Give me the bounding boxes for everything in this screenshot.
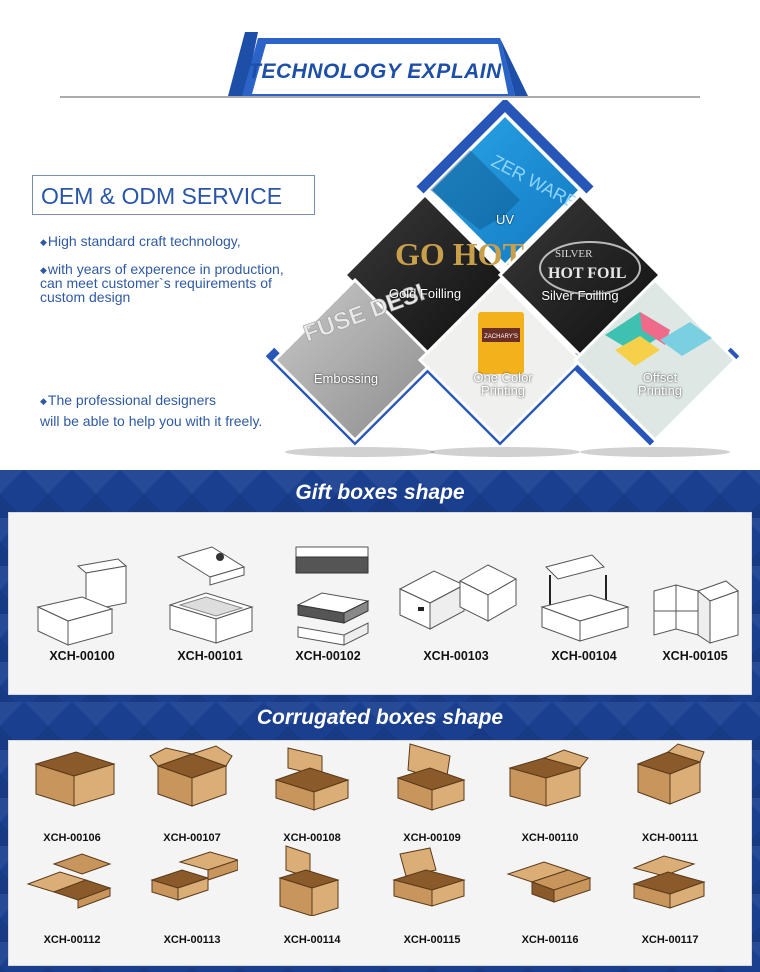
kraft-box-icon [278,845,340,916]
item-code: XCH-00108 [283,832,341,844]
item-code: XCH-00106 [43,832,101,844]
kraft-box-icon [396,743,466,811]
gift-boxes-section: Gift boxes shape XCH-00100 XCH-0 [0,470,760,702]
item-code: XCH-00100 [49,649,115,663]
corrugated-box-item[interactable]: XCH-00116 [500,844,600,946]
corrugated-box-item[interactable]: XCH-00108 [262,742,362,844]
kraft-box-icon [26,853,112,909]
technology-section: TECHNOLOGY EXPLAIN OEM & ODM SERVICE ◆Hi… [0,0,760,470]
item-code: XCH-00110 [521,832,579,844]
technique-label-embossing: Embossing [313,371,379,386]
kraft-box-icon [636,743,705,805]
item-code: XCH-00112 [43,934,101,946]
service-title-box: OEM & ODM SERVICE [32,175,315,215]
service-bullet-3: ◆The professional designers [40,392,217,408]
silver-sample-text-top: SILVER [555,248,593,260]
item-code: XCH-00103 [423,649,489,663]
technique-label-uv: UV [495,212,515,227]
corrugated-box-item[interactable]: XCH-00107 [142,742,242,844]
gift-box-item[interactable]: XCH-00102 [273,543,383,663]
corrugated-box-item[interactable]: XCH-00106 [22,742,122,844]
gift-box-item[interactable]: XCH-00103 [391,549,521,663]
corrugated-box-item[interactable]: XCH-00117 [620,844,720,946]
offset-tile [572,277,738,443]
corrugated-box-item[interactable]: XCH-00109 [382,742,482,844]
gift-box-item[interactable]: XCH-00105 [643,551,747,663]
item-code: XCH-00115 [403,934,461,946]
page-title: TECHNOLOGY EXPLAIN [248,60,502,83]
title-banner [60,32,700,98]
corrugated-box-item[interactable]: XCH-00111 [620,742,720,844]
kraft-box-icon [632,855,706,909]
technique-label-one-color: One Color [473,370,533,385]
corrugated-boxes-section: Corrugated boxes shape [0,702,760,972]
item-code: XCH-00102 [295,649,361,663]
item-code: XCH-00117 [641,934,699,946]
gift-box-item[interactable]: XCH-00100 [27,551,137,663]
technique-diamonds: ZER WARE GO HOT SILVER HOT FOIL FUSE DES… [265,100,740,457]
uv-tile [427,112,583,268]
item-code: XCH-00105 [662,649,728,663]
corrugated-box-item[interactable]: XCH-00114 [262,844,362,946]
kraft-box-icon [149,745,233,807]
lid-base-box-icon [36,558,128,646]
folding-gift-box-icon [653,580,739,644]
service-bullet-1: ◆High standard craft technology, [40,233,241,249]
technique-label-offset-printing: Printing [637,383,683,398]
diamond-bullet-icon: ◆ [40,265,47,275]
item-code: XCH-00101 [177,649,243,663]
item-code: XCH-00116 [521,934,579,946]
sliding-drawer-box-icon [398,564,518,630]
technique-label-offset: Offset [642,370,678,385]
frame-uv [416,100,594,194]
service-bullet-2-line-2: can meet customer`s requirements of [40,275,272,291]
item-code: XCH-00104 [551,649,617,663]
corrugated-box-item[interactable]: XCH-00113 [142,844,242,946]
item-code: XCH-00111 [641,832,699,844]
mailer-gift-box-icon [540,554,630,642]
corrugated-box-item[interactable]: XCH-00110 [500,742,600,844]
item-code: XCH-00109 [403,832,461,844]
silver-sample-text: HOT FOIL [548,265,626,282]
corrugated-box-item[interactable]: XCH-00115 [382,844,482,946]
bag-sample-text: ZACHARY'S [484,334,518,340]
service-title: OEM & ODM SERVICE [41,183,283,209]
embossing-tile [272,277,438,443]
kraft-box-icon [506,861,592,903]
item-code: XCH-00107 [163,832,221,844]
gift-section-title: Gift boxes shape [295,481,465,504]
kraft-box-icon [274,747,350,811]
technique-label-silver-foilling: Silver Foilling [541,288,619,303]
magnetic-flip-box-icon [168,546,254,644]
technique-label-printing: Printing [480,383,526,398]
service-bullet-2: ◆with years of experence in production, [40,261,284,277]
service-bullet-3-line-2: will be able to help you with it freely. [40,413,263,429]
gift-box-item[interactable]: XCH-00104 [529,545,639,663]
service-bullet-2-line-3: custom design [40,289,131,305]
corrugated-box-item[interactable]: XCH-00112 [22,844,122,946]
corrugated-section-title: Corrugated boxes shape [256,706,504,729]
drawer-lid-box-icon [295,546,370,646]
technique-label-gold-foilling: Gold Foilling [388,286,462,301]
gift-box-item[interactable]: XCH-00101 [155,543,265,663]
gold-sample-text: GO HOT [395,236,524,272]
item-code: XCH-00114 [283,934,341,946]
diamond-bullet-icon: ◆ [40,237,47,247]
item-code: XCH-00113 [163,934,221,946]
kraft-box-icon [34,751,116,807]
kraft-box-icon [392,847,466,907]
kraft-box-icon [150,851,238,901]
kraft-box-icon [508,749,589,807]
corrugated-boxes-panel [8,740,752,966]
gift-boxes-panel: XCH-00100 XCH-00101 [8,512,752,695]
diamond-bullet-icon: ◆ [40,396,47,406]
